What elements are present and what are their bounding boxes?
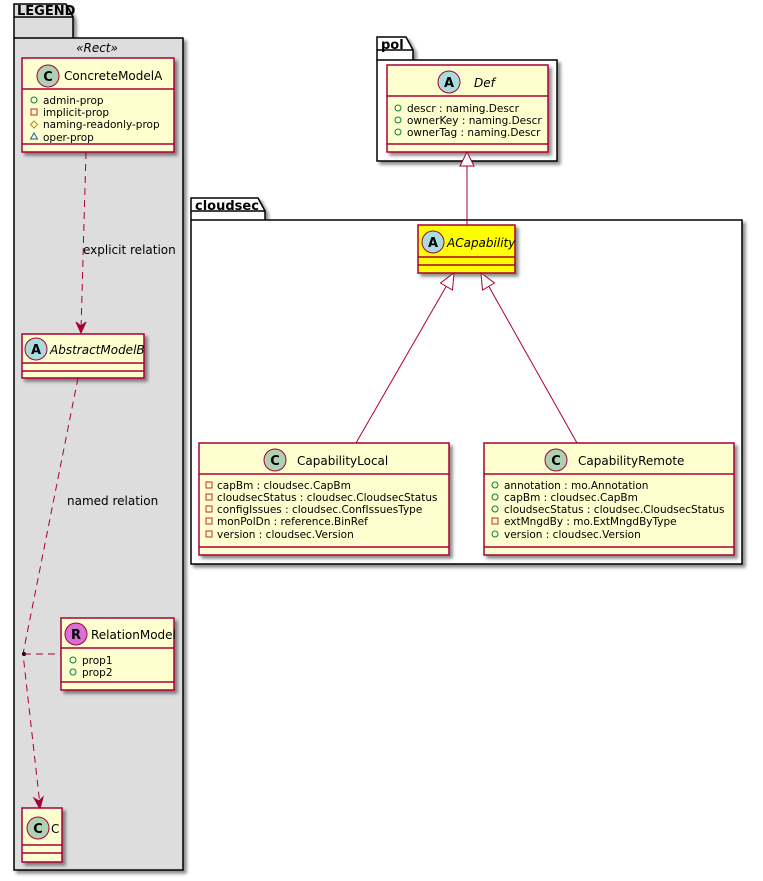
abstract-circle-icon: A (24, 337, 48, 361)
generalization-arrowhead-icon (439, 271, 455, 291)
class-capability-local[interactable]: C CapabilityLocal capBm : cloudsec.CapBm… (198, 442, 450, 556)
svg-text:A: A (444, 76, 454, 91)
inheritance-local-acapability (355, 271, 455, 444)
public-icon (491, 481, 499, 489)
class-name: ACapability (446, 236, 516, 250)
private-icon (30, 108, 38, 116)
svg-text:capBm : cloudsec.CapBm: capBm : cloudsec.CapBm (217, 480, 351, 492)
pol-package-tab (376, 36, 414, 60)
svg-text:prop2: prop2 (82, 667, 113, 679)
svg-text:configIssues : cloudsec.ConfIs: configIssues : cloudsec.ConfIssuesType (217, 504, 422, 516)
svg-text:cloudsecStatus : cloudsec.Clou: cloudsecStatus : cloudsec.CloudsecStatus (217, 492, 437, 504)
svg-text:cloudsecStatus : cloudsec.Clou: cloudsecStatus : cloudsec.CloudsecStatus (504, 504, 724, 516)
arrowhead-icon (75, 321, 87, 335)
legend-package-name: LEGEND (17, 4, 76, 19)
svg-text:C: C (43, 70, 53, 85)
generalization-arrowhead-icon (480, 271, 496, 291)
public-icon (491, 505, 499, 513)
svg-text:oper-prop: oper-prop (43, 132, 94, 144)
class-name: AbstractModelB (49, 343, 145, 357)
svg-text:A: A (428, 236, 438, 251)
pol-package-name: pol (381, 38, 404, 53)
private-icon (205, 493, 213, 501)
class-circle-icon: C (26, 816, 50, 840)
svg-text:version : cloudsec.Version: version : cloudsec.Version (217, 529, 354, 541)
class-name: ConcreteModelA (64, 69, 163, 83)
class-acapability[interactable]: A ACapability (417, 224, 516, 274)
cloudsec-package-tab (190, 197, 266, 220)
svg-text:ownerKey : naming.Descr: ownerKey : naming.Descr (407, 115, 542, 127)
svg-text:annotation : mo.Annotation: annotation : mo.Annotation (504, 480, 648, 492)
public-icon (69, 656, 77, 664)
class-name: Def (474, 76, 497, 90)
named-relation-label: named relation (67, 494, 158, 508)
svg-text:R: R (71, 628, 81, 643)
svg-text:C: C (33, 822, 43, 837)
legend-package-tab (13, 3, 74, 38)
arrowhead-icon (32, 795, 44, 811)
attribute-list: admin-prop implicit-prop naming-readonly… (29, 95, 160, 144)
class-name: C (51, 822, 59, 836)
class-name: RelationModel (91, 628, 176, 642)
svg-text:prop1: prop1 (82, 655, 113, 667)
public-icon (394, 104, 402, 112)
named-relation-arrow: named relation (22, 377, 158, 811)
public-icon (491, 530, 499, 538)
private-icon (205, 481, 213, 489)
relation-circle-icon: R (64, 622, 88, 646)
private-icon (205, 517, 213, 525)
legend-package-body (13, 37, 184, 871)
svg-text:C: C (270, 454, 280, 469)
class-concrete-model-a[interactable]: C ConcreteModelA admin-prop implicit-pro… (21, 57, 175, 153)
class-abstract-model-b[interactable]: A AbstractModelB (21, 333, 145, 379)
public-icon (491, 493, 499, 501)
inheritance-remote-acapability (480, 271, 578, 444)
class-relation-model[interactable]: R RelationModel prop1 prop2 (60, 617, 176, 691)
svg-text:capBm : cloudsec.CapBm: capBm : cloudsec.CapBm (504, 492, 638, 504)
explicit-relation-label: explicit relation (83, 243, 176, 257)
private-icon (205, 505, 213, 513)
svg-text:version : cloudsec.Version: version : cloudsec.Version (504, 529, 641, 541)
svg-text:naming-readonly-prop: naming-readonly-prop (43, 119, 160, 131)
class-circle-icon: C (36, 64, 60, 88)
class-circle-icon: C (263, 448, 287, 472)
class-name: CapabilityLocal (297, 454, 388, 468)
public-icon (30, 96, 38, 104)
svg-text:descr : naming.Descr: descr : naming.Descr (407, 103, 520, 115)
generalization-arrowhead-icon (459, 150, 475, 167)
attribute-list: annotation : mo.Annotation capBm : cloud… (491, 480, 724, 541)
legend-stereotype: «Rect» (76, 41, 118, 55)
package-icon (29, 132, 39, 140)
explicit-relation-arrow: explicit relation (75, 151, 176, 335)
svg-text:monPolDn : reference.BinRef: monPolDn : reference.BinRef (217, 516, 368, 528)
class-capability-remote[interactable]: C CapabilityRemote annotation : mo.Annot… (483, 442, 735, 556)
public-icon (394, 116, 402, 124)
attribute-list: capBm : cloudsec.CapBm cloudsecStatus : … (205, 480, 437, 541)
private-icon (205, 530, 213, 538)
abstract-circle-icon: A (421, 230, 445, 254)
svg-text:C: C (551, 454, 561, 469)
class-circle-icon: C (544, 448, 568, 472)
svg-text:extMngdBy : mo.ExtMngdByType: extMngdBy : mo.ExtMngdByType (504, 516, 677, 528)
public-icon (69, 668, 77, 676)
class-def[interactable]: A Def descr : naming.Descr ownerKey : na… (386, 64, 549, 153)
svg-text:ownerTag : naming.Descr: ownerTag : naming.Descr (407, 127, 541, 139)
svg-text:A: A (31, 343, 41, 358)
abstract-circle-icon: A (437, 70, 461, 94)
svg-text:implicit-prop: implicit-prop (43, 107, 109, 119)
class-name: CapabilityRemote (578, 454, 684, 468)
svg-text:admin-prop: admin-prop (43, 95, 104, 107)
cloudsec-package-name: cloudsec (195, 199, 259, 214)
legend-package: LEGEND «Rect» (13, 3, 184, 871)
protected-icon (29, 120, 39, 129)
private-icon (491, 517, 499, 525)
class-c[interactable]: C C (21, 807, 63, 863)
inheritance-acapability-def (459, 150, 475, 225)
public-icon (394, 128, 402, 136)
